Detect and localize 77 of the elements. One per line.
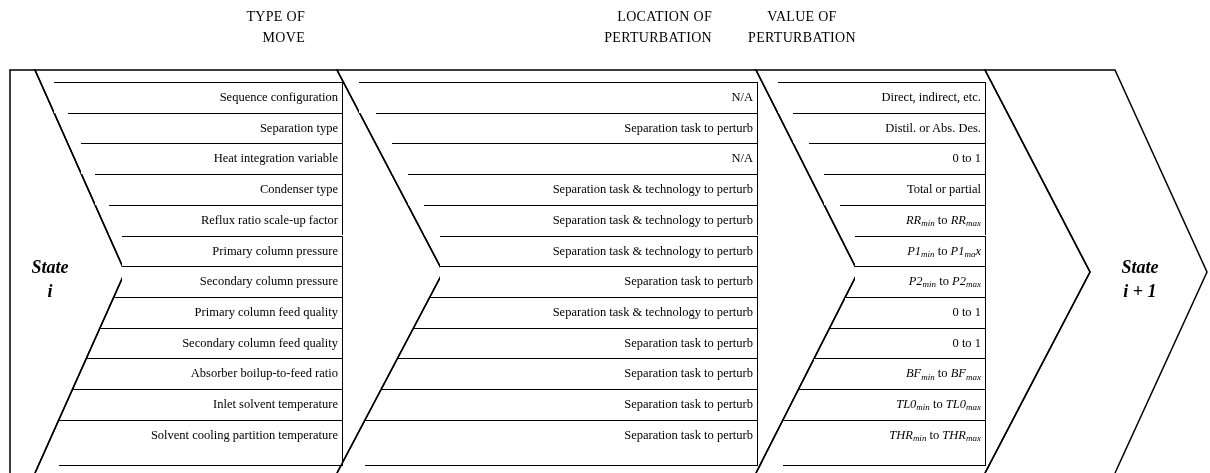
table-row <box>375 112 758 144</box>
column-header: VALUE OF PERTURBATION <box>747 8 857 47</box>
row-text: Separation task to perturb <box>623 396 753 413</box>
row-text: Secondary column feed quality <box>181 334 338 352</box>
table-row <box>359 82 758 113</box>
row-text: Primary column feed quality <box>193 303 338 321</box>
table-row <box>122 266 343 297</box>
column-header: TYPE OF MOVE <box>245 8 305 47</box>
table-row <box>397 358 758 389</box>
table-row <box>67 112 343 144</box>
row-text: Separation task to perturb <box>623 365 753 383</box>
row-text: THR$_{min}$ to THR$_{max}$ <box>888 426 981 444</box>
table-row <box>100 327 343 359</box>
table-row <box>413 327 758 359</box>
table-row <box>423 204 758 236</box>
table-row <box>808 143 986 175</box>
table-row <box>381 389 758 420</box>
table-row <box>855 266 986 297</box>
column-header: LOCATION OF PERTURBATION <box>603 8 712 47</box>
row-text: 0 to 1 <box>951 334 981 352</box>
table-row <box>108 204 343 236</box>
row-text: Separation task to perturb <box>623 426 753 444</box>
row-text: Separation task to perturb <box>623 119 753 137</box>
table-row <box>95 174 343 205</box>
table-row <box>113 296 343 328</box>
table-row <box>429 296 758 328</box>
table-row <box>72 389 343 420</box>
table-row <box>365 419 758 466</box>
table-row <box>81 143 343 175</box>
table-row <box>798 389 986 420</box>
row-text: Condenser type <box>258 181 338 199</box>
row-text: Distil. or Abs. Des. <box>884 119 981 137</box>
row-text: Sequence configuration <box>218 89 338 106</box>
table-row <box>122 235 343 267</box>
table-row <box>845 296 986 328</box>
row-text: Heat integration variable <box>212 150 338 168</box>
table-row <box>855 235 986 267</box>
row-text: 0 to 1 <box>951 150 981 168</box>
table-row <box>814 358 986 389</box>
row-text: Absorber boilup-to-feed ratio <box>189 365 338 383</box>
row-text: Reflux ratio scale-up factor <box>199 211 338 229</box>
row-text: Separation task & technology to perturb <box>551 242 753 260</box>
row-text: Secondary column pressure <box>198 273 338 291</box>
row-text: Separation task & technology to perturb <box>551 303 753 321</box>
row-text: Separation task & technology to perturb <box>551 211 753 229</box>
state-label: State i + 1 <box>1120 256 1160 303</box>
table-row <box>391 143 758 175</box>
row-text: Separation task to perturb <box>623 273 753 291</box>
state-label: State i <box>30 256 70 303</box>
row-text: Primary column pressure <box>211 242 338 260</box>
table-row <box>829 327 986 359</box>
table-row <box>839 204 986 236</box>
row-text: 0 to 1 <box>951 303 981 321</box>
row-text: RR$_{min}$ to RR$_{max}$ <box>904 211 981 229</box>
row-text: Separation task to perturb <box>623 334 753 352</box>
table-row <box>54 82 343 113</box>
row-text: N/A <box>730 150 753 168</box>
row-text: P1$_{min}$ to P1$_{ma}$x <box>906 242 981 260</box>
row-text: Inlet solvent temperature <box>212 396 338 413</box>
table-row <box>59 419 343 466</box>
row-text: P2$_{min}$ to P2$_{max}$ <box>907 273 981 291</box>
row-text: Solvent cooling partition temperature <box>149 426 338 444</box>
row-text: TL0$_{min}$ to TL0$_{max}$ <box>895 396 981 413</box>
table-row <box>439 266 758 297</box>
row-text: Direct, indirect, etc. <box>880 89 981 106</box>
table-row <box>407 174 758 205</box>
row-text: N/A <box>730 89 753 106</box>
row-text: Separation task & technology to perturb <box>551 181 753 199</box>
row-text: Total or partial <box>905 181 981 199</box>
row-text: BF$_{min}$ to BF$_{max}$ <box>904 365 981 383</box>
table-row <box>86 358 343 389</box>
table-row <box>783 419 986 466</box>
table-row <box>793 112 986 144</box>
row-text: Separation type <box>258 119 338 137</box>
table-row <box>777 82 986 113</box>
table-row <box>439 235 758 267</box>
table-row <box>824 174 986 205</box>
